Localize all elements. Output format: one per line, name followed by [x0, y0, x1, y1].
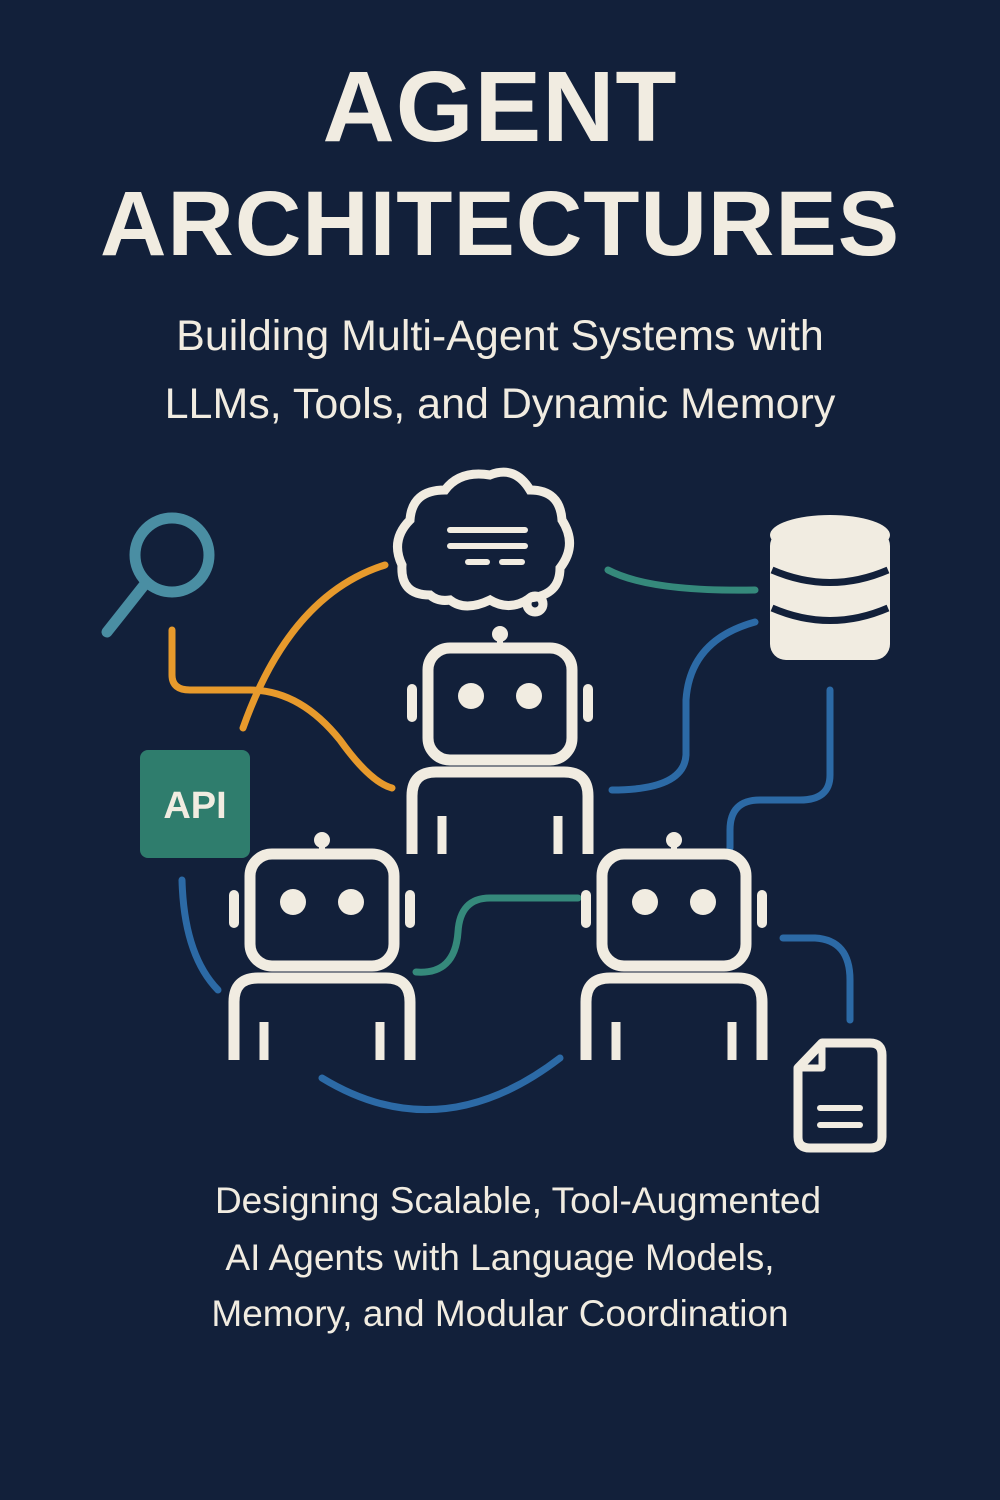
robot-icon-main: [407, 626, 593, 854]
connector-teal-middle: [412, 894, 582, 976]
thought-cloud-icon: [393, 467, 574, 617]
connector-blue-left: [178, 876, 222, 994]
subtitle-line-2: LLMs, Tools, and Dynamic Memory: [164, 380, 836, 428]
api-label: API: [163, 785, 226, 827]
robot-icon-left: [229, 832, 415, 1060]
title-line-2: ARCHITECTURES: [99, 173, 901, 275]
api-badge: API: [140, 750, 250, 858]
tagline-line-1: Designing Scalable, Tool-Augmented: [214, 1180, 822, 1221]
connector-orange-cloud: [239, 561, 389, 732]
database-icon: [770, 515, 890, 660]
search-icon: [101, 512, 215, 638]
document-icon: [793, 1038, 887, 1153]
connector-blue-database: [608, 618, 759, 794]
title-line-1: AGENT: [322, 51, 678, 163]
connector-orange-search: [168, 626, 396, 792]
connector-blue-right: [726, 686, 834, 852]
subtitle-line-1: Building Multi-Agent Systems with: [176, 312, 824, 360]
connector-blue-bottom: [318, 1054, 564, 1113]
tagline-line-3: Memory, and Modular Coordination: [211, 1293, 789, 1334]
connector-teal-database: [604, 566, 759, 594]
tagline-line-2: AI Agents with Language Models,: [225, 1237, 775, 1278]
robot-icon-right: [581, 832, 767, 1060]
connector-blue-document: [779, 934, 854, 1024]
